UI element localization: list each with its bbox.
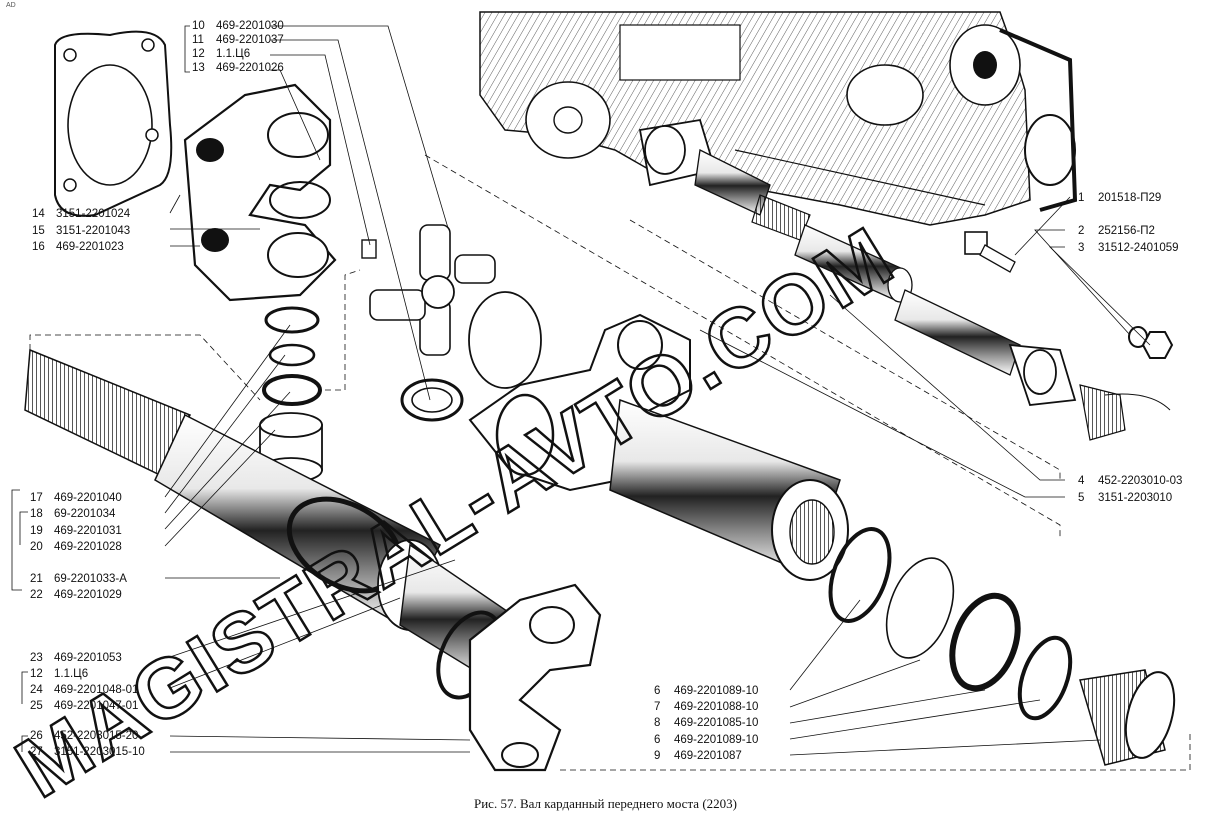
seal-ring bbox=[468, 291, 542, 389]
lower-yoke bbox=[468, 583, 602, 772]
universal-cross bbox=[361, 224, 496, 422]
bolt-washer-nut bbox=[964, 231, 1174, 359]
bearing-seal-stack bbox=[259, 306, 323, 483]
upper-propeller-shaft bbox=[638, 118, 1171, 441]
corner-mark: AD bbox=[6, 2, 16, 9]
flange-yoke bbox=[183, 83, 337, 302]
leader-lines bbox=[11, 25, 1191, 771]
figure-caption: Рис. 57. Вал карданный переднего моста (… bbox=[474, 796, 737, 811]
boot-rings bbox=[828, 527, 1176, 766]
engine-assembly bbox=[479, 11, 1078, 226]
sliding-yoke-sleeve bbox=[468, 313, 849, 581]
flange-gasket bbox=[54, 30, 173, 217]
